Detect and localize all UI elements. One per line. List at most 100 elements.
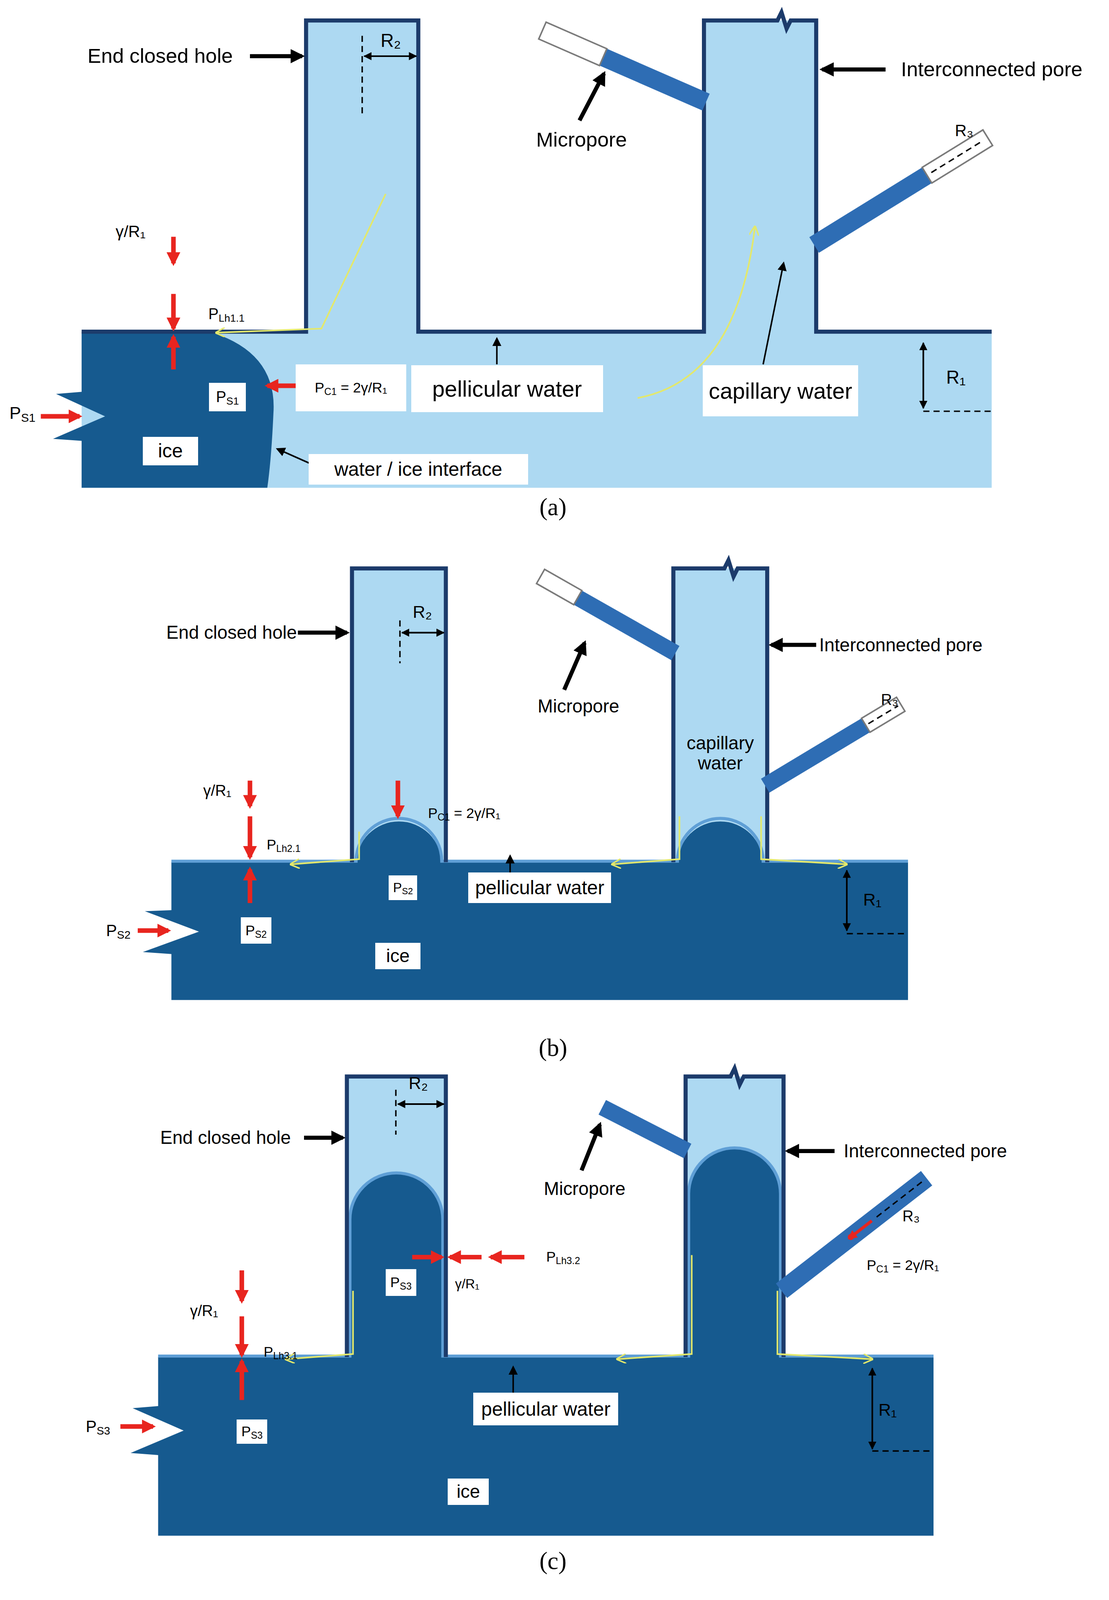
pressure-arrow — [412, 1254, 442, 1260]
pointer-arrow — [496, 338, 498, 365]
micropore-water — [760, 718, 870, 793]
radius-line — [868, 705, 898, 724]
label-box: PC1 = 2γ/R₁ — [295, 364, 406, 412]
pressure-label: PLh3.1 — [263, 1343, 298, 1360]
water-flow-arrow — [777, 1290, 873, 1360]
box-text: PS3 — [241, 1423, 263, 1440]
pointer-arrow — [787, 1148, 835, 1153]
pressure-arrow — [247, 869, 253, 903]
dimension-line — [872, 1450, 934, 1452]
label-box: capillary water — [702, 365, 858, 417]
water-flow-arrow — [760, 816, 847, 864]
water-flow-arrow — [285, 1290, 354, 1360]
subscript: C1 — [437, 811, 451, 823]
box-text: PS2 — [393, 880, 413, 895]
water-flow-arrow — [216, 193, 386, 333]
subscript: S1 — [20, 411, 36, 425]
pore-wall — [346, 1076, 446, 1357]
label-box: water / ice interface — [308, 453, 529, 485]
pressure-arrow — [247, 780, 253, 807]
pressure-arrow — [449, 1254, 482, 1260]
subscript: Lh3.1 — [273, 1350, 298, 1362]
label-box: pellicular water — [468, 872, 612, 903]
box-text: water / ice interface — [334, 458, 503, 480]
symbol: P — [314, 379, 325, 396]
pore-water — [704, 20, 817, 334]
pressure-arrow — [239, 1316, 245, 1356]
dimension-line — [399, 620, 401, 663]
ice-column — [350, 1173, 442, 1360]
water-flow-arrow — [617, 1254, 692, 1359]
pressure-label: PLh2.1 — [266, 836, 301, 853]
pressure-arrow — [247, 816, 253, 857]
pressure-label: γ/R₁ — [190, 1302, 219, 1320]
box-text: PS1 — [216, 388, 240, 406]
micropore — [598, 1099, 692, 1159]
subscript: C1 — [876, 1263, 889, 1275]
ice-column — [689, 1148, 780, 1360]
label-box: PS1 — [208, 382, 246, 412]
symbol: P — [245, 922, 256, 939]
panel-label: (b) — [538, 1034, 568, 1062]
dimension-label: R₁ — [863, 890, 882, 910]
pressure-label: PS1 — [9, 403, 36, 423]
pore-wall — [685, 1068, 784, 1357]
symbol: P — [546, 1248, 556, 1265]
subscript: S3 — [399, 1280, 412, 1292]
panel-label: (c) — [539, 1547, 567, 1575]
dimension-arrow — [845, 870, 848, 931]
part-label: Interconnected pore — [843, 1140, 1008, 1161]
pointer-arrow — [564, 642, 585, 690]
expression: = 2γ/R₁ — [449, 804, 501, 821]
box-text: ice — [157, 440, 183, 462]
micropore-ice — [598, 1099, 692, 1159]
pressure-label: PS2 — [105, 921, 131, 940]
pressure-arrow — [40, 414, 80, 419]
micropore-empty — [538, 22, 607, 66]
micropore-water — [599, 48, 710, 111]
pointer-arrow — [822, 67, 886, 72]
subscript: C1 — [324, 386, 337, 398]
label-box: ice — [142, 436, 199, 466]
subscript: S1 — [226, 395, 239, 407]
subscript: S3 — [250, 1429, 263, 1441]
subscript: Lh2.1 — [276, 843, 301, 854]
water-flow-arrow — [290, 831, 359, 865]
dimension-label: R₁ — [878, 1400, 897, 1420]
pressure-arrow — [239, 1270, 245, 1301]
box-text: ice — [386, 945, 410, 966]
ice-bulge — [355, 821, 442, 864]
part-label: Micropore — [543, 1178, 626, 1199]
micropore — [536, 569, 680, 661]
symbol: P — [241, 1423, 251, 1440]
part-label: End closed hole — [159, 1127, 291, 1148]
symbol: P — [263, 1343, 274, 1360]
micropore — [809, 129, 993, 253]
dimension-label: R₃ — [881, 691, 899, 709]
ice-bulge — [677, 821, 764, 864]
pore-wall — [673, 560, 768, 863]
symbol: P — [208, 305, 219, 323]
pressure-label: PS3 — [85, 1417, 111, 1436]
part-label: capillary water — [674, 732, 766, 774]
symbol: P — [390, 1274, 400, 1290]
dimension-label: R₃ — [954, 121, 974, 140]
dimension-line — [394, 1089, 397, 1135]
expression: = 2γ/R₁ — [336, 379, 387, 396]
label-box: PS3 — [236, 1419, 268, 1444]
symbol: P — [428, 804, 438, 821]
label-box: PS2 — [240, 917, 272, 944]
dimension-label: R₃ — [902, 1207, 920, 1225]
label-box: ice — [375, 942, 421, 970]
micropore-ice — [776, 1170, 933, 1298]
box-text: ice — [456, 1481, 480, 1502]
pressure-dot — [846, 1232, 856, 1242]
expression: = 2γ/R₁ — [888, 1256, 939, 1273]
part-label: Micropore — [537, 696, 620, 717]
water-film — [158, 1147, 934, 1357]
micropore — [776, 1170, 933, 1298]
pressure-label: γ/R₁ — [115, 222, 146, 241]
closed-hole-water — [306, 20, 419, 334]
dimension-arrow — [402, 631, 444, 634]
